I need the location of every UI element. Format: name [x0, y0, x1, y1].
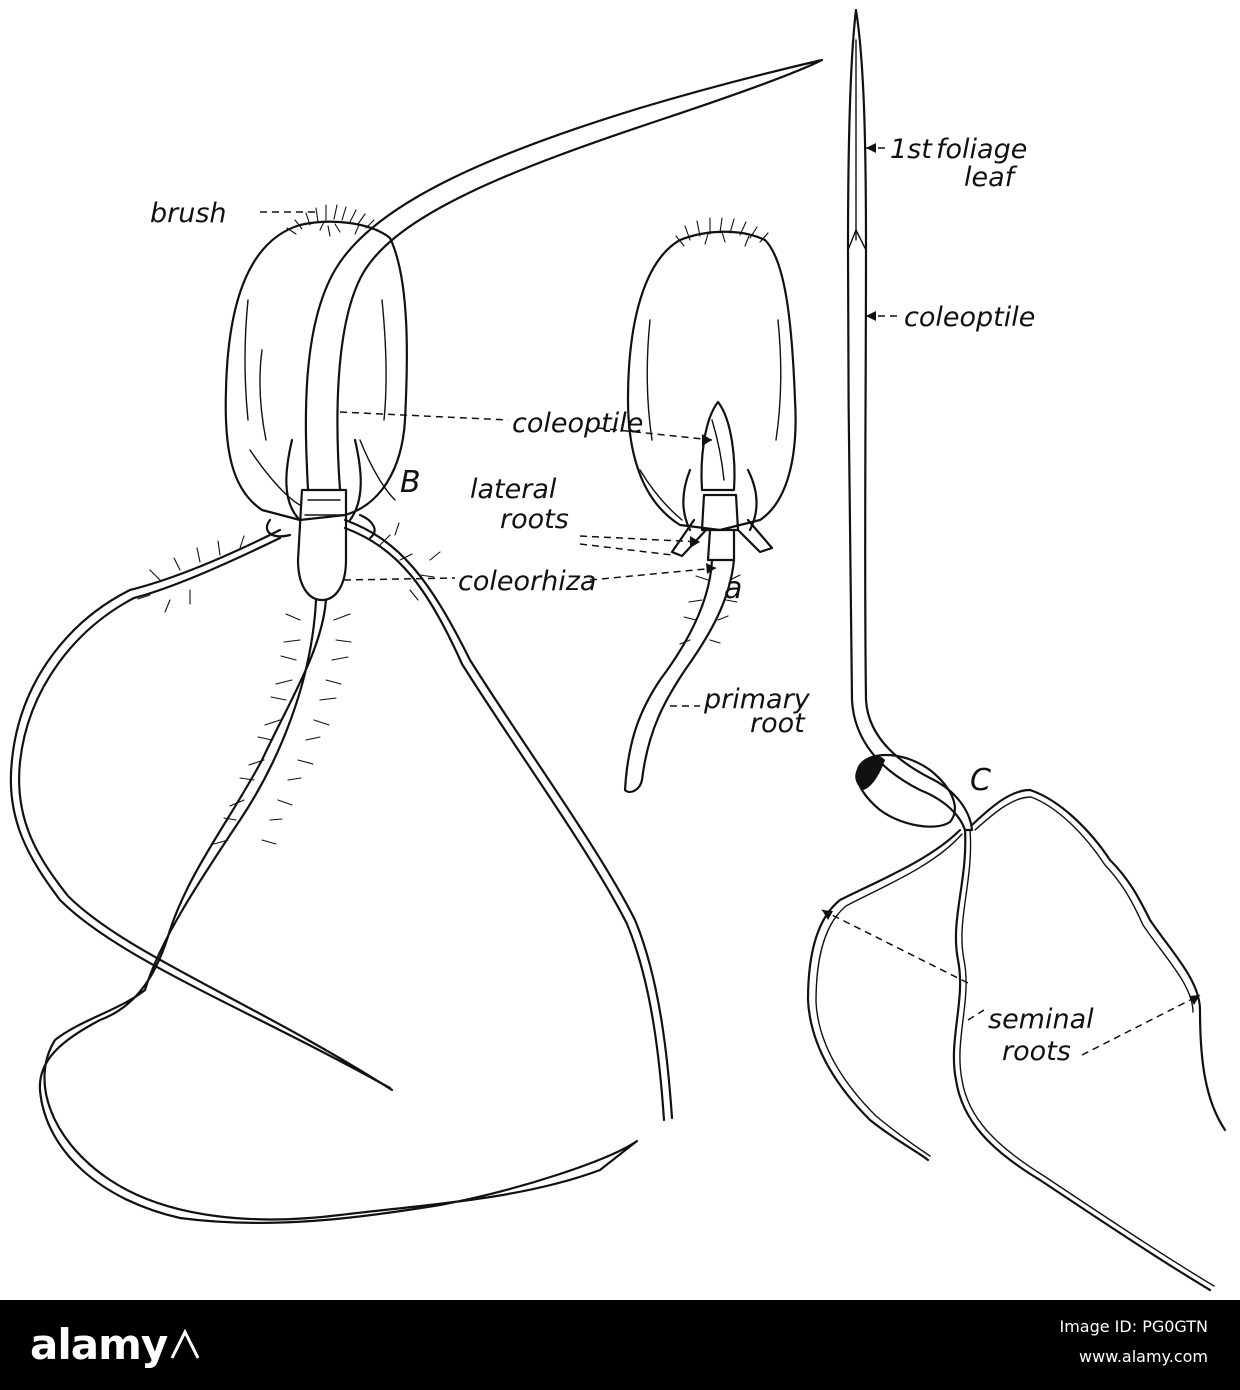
brush-a: [675, 217, 769, 247]
image-id-text: Image ID: PG0GTN: [1059, 1317, 1208, 1336]
label-letter-c: C: [970, 763, 991, 798]
label-brush: brush: [150, 198, 227, 229]
label-coleoptile-center: coleoptile: [512, 408, 643, 439]
seedling-diagram: brush coleoptile lateral roots coleorhiz…: [9, 8, 1227, 1292]
seedling-b: [9, 58, 824, 1225]
watermark-footer: alamy Image ID: PG0GTN www.alamy.com: [0, 1300, 1240, 1390]
label-lateral-line2: roots: [500, 504, 569, 535]
brand-mark-icon: [170, 1328, 200, 1359]
root-c-right: [970, 788, 1227, 1132]
root-a-primary: [623, 558, 736, 794]
label-lateral-line1: lateral: [470, 474, 557, 505]
stock-info: Image ID: PG0GTN www.alamy.com: [1059, 1312, 1208, 1372]
label-letter-b: B: [400, 465, 421, 500]
root-c-left: [806, 828, 962, 1162]
seedling-c: [806, 8, 1227, 1292]
label-seminal-line2: roots: [1002, 1036, 1071, 1067]
brush-b: [286, 204, 375, 237]
leader-lines: [260, 143, 1201, 1056]
label-first-leaf-line3: leaf: [964, 162, 1018, 193]
leaf-c: [846, 8, 974, 832]
label-seminal-line1: seminal: [988, 1004, 1094, 1035]
coleoptile-a: [700, 400, 736, 492]
root-c-middle: [952, 828, 1212, 1292]
label-coleorhiza: coleorhiza: [458, 566, 596, 597]
label-first-leaf-line2: foliage: [936, 134, 1027, 165]
label-primary-line1: primary: [703, 684, 811, 715]
root-hairs-b: [213, 613, 352, 845]
label-first-leaf-line1: 1st: [890, 134, 933, 165]
grain-c: [856, 753, 956, 828]
grain-a: [626, 230, 797, 532]
coleoptile-b: [304, 58, 824, 492]
brand-logo: alamy: [30, 1320, 168, 1369]
diagram-drawing: brush coleoptile lateral roots coleorhiz…: [9, 8, 1227, 1292]
label-primary-line2: root: [750, 708, 806, 739]
root-b-right: [343, 518, 674, 1122]
label-letter-a: a: [724, 571, 742, 606]
label-coleoptile-right: coleoptile: [904, 302, 1035, 333]
root-b-left: [9, 528, 394, 1092]
root-b-primary: [38, 598, 639, 1225]
grain-b: [224, 220, 408, 522]
site-url-text: www.alamy.com: [1079, 1347, 1208, 1366]
